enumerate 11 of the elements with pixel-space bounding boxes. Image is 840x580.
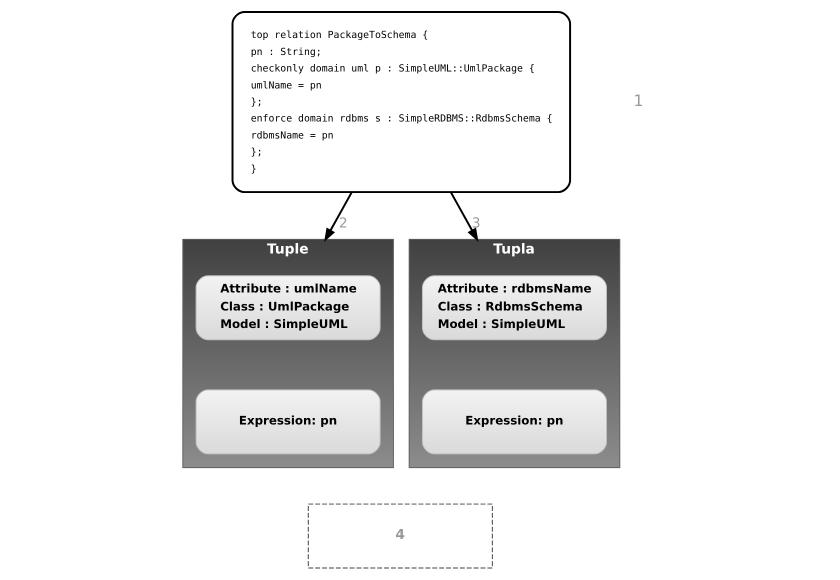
edge-label: 2	[338, 216, 348, 232]
node-box: Attribute : umlName Class : UmlPackage Model : SimpleUML	[196, 275, 381, 340]
label: 1	[633, 90, 644, 110]
arrow	[324, 192, 353, 242]
node-box: top relation PackageToSchema { pn : String; checkonly domain uml p : SimpleUML::UmlPackage { umlName = pn }; enforce domain rdbms s : SimpleRDBMS::RdbmsSchema { rdbmsName = pn }; }	[232, 10, 572, 194]
node-box: Attribute : rdbmsName Class : RdbmsSchema Model : SimpleUML	[422, 275, 607, 340]
node-box: Expression: pn	[196, 389, 381, 454]
node-box: 4	[308, 504, 493, 569]
node-box: Expression: pn	[422, 389, 607, 454]
arrow	[450, 192, 478, 242]
edge-label: 3	[472, 216, 480, 232]
